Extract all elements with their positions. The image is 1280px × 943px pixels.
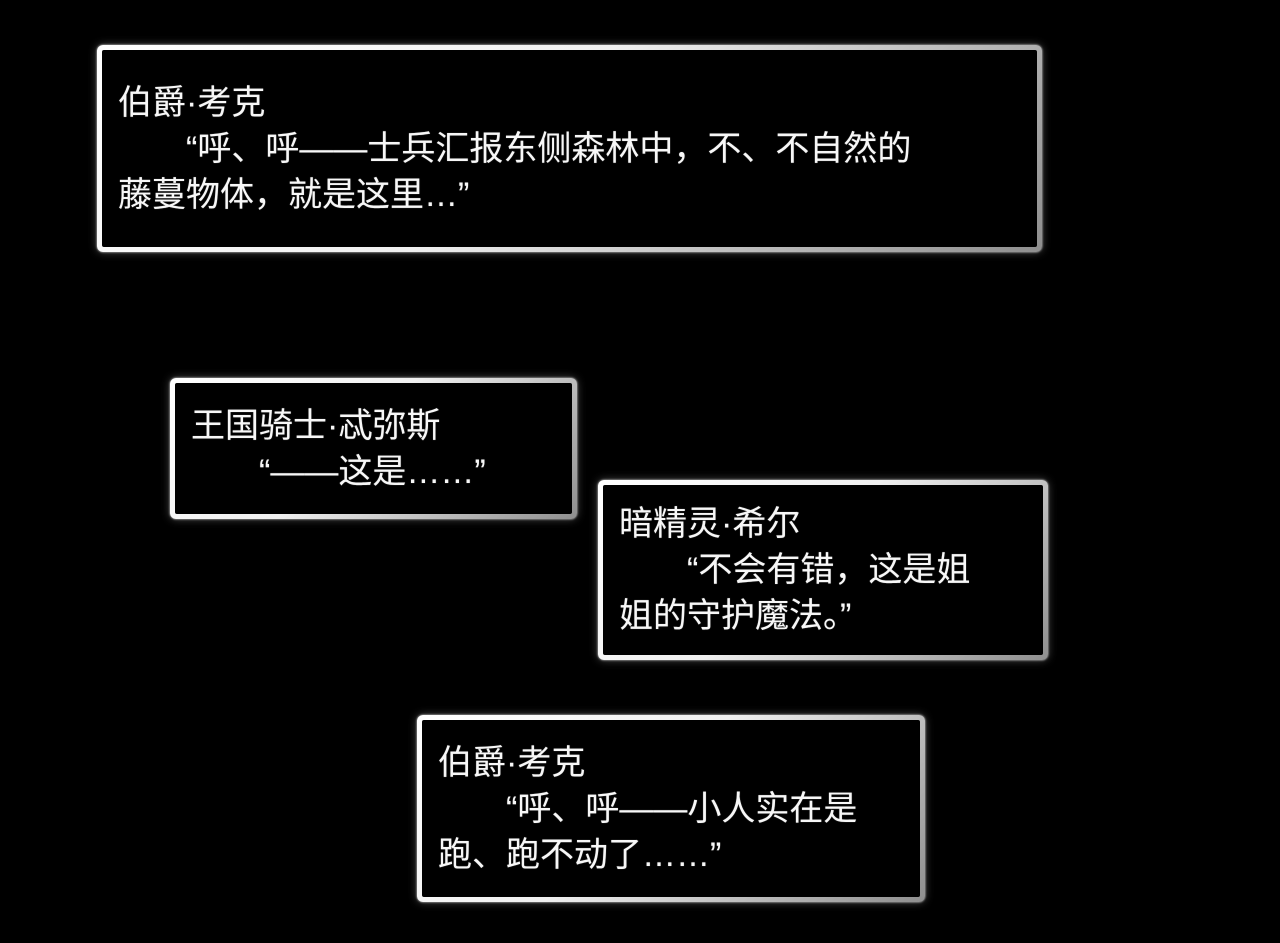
dialog-box-inner: 伯爵·考克 “呼、呼——士兵汇报东侧森林中，不、不自然的 藤蔓物体，就是这里…” — [102, 50, 1037, 247]
speaker-name: 王国骑士·忒弥斯 — [191, 406, 441, 445]
dialog-text-line: 藤蔓物体，就是这里…” — [118, 175, 470, 214]
dialog-text-line: “呼、呼——士兵汇报东侧森林中，不、不自然的 — [186, 129, 912, 168]
dialog-box-inner: 王国骑士·忒弥斯 “——这是……” — [175, 383, 572, 514]
speaker-name: 暗精灵·希尔 — [619, 505, 801, 543]
dialog-box-count-cork-2: 伯爵·考克 “呼、呼——小人实在是 跑、跑不动了……” — [417, 715, 925, 902]
dialog-box-inner: 暗精灵·希尔 “不会有错，这是姐 姐的守护魔法。” — [603, 485, 1043, 655]
dialog-text-line: “——这是……” — [259, 452, 486, 491]
dialog-box-inner: 伯爵·考克 “呼、呼——小人实在是 跑、跑不动了……” — [422, 720, 920, 897]
dialog-text-line: “不会有错，这是姐 — [687, 551, 971, 589]
speaker-name: 伯爵·考克 — [438, 743, 586, 782]
dialog-text-line: 姐的守护魔法。” — [619, 597, 852, 635]
dialog-box-count-cork-1: 伯爵·考克 “呼、呼——士兵汇报东侧森林中，不、不自然的 藤蔓物体，就是这里…” — [97, 45, 1042, 252]
speaker-name: 伯爵·考克 — [118, 83, 266, 122]
dialog-box-knight-themis: 王国骑士·忒弥斯 “——这是……” — [170, 378, 577, 519]
dialog-text-line: 跑、跑不动了……” — [438, 835, 722, 874]
dialog-box-dark-elf-hill: 暗精灵·希尔 “不会有错，这是姐 姐的守护魔法。” — [598, 480, 1048, 660]
dialog-text-line: “呼、呼——小人实在是 — [506, 789, 858, 828]
